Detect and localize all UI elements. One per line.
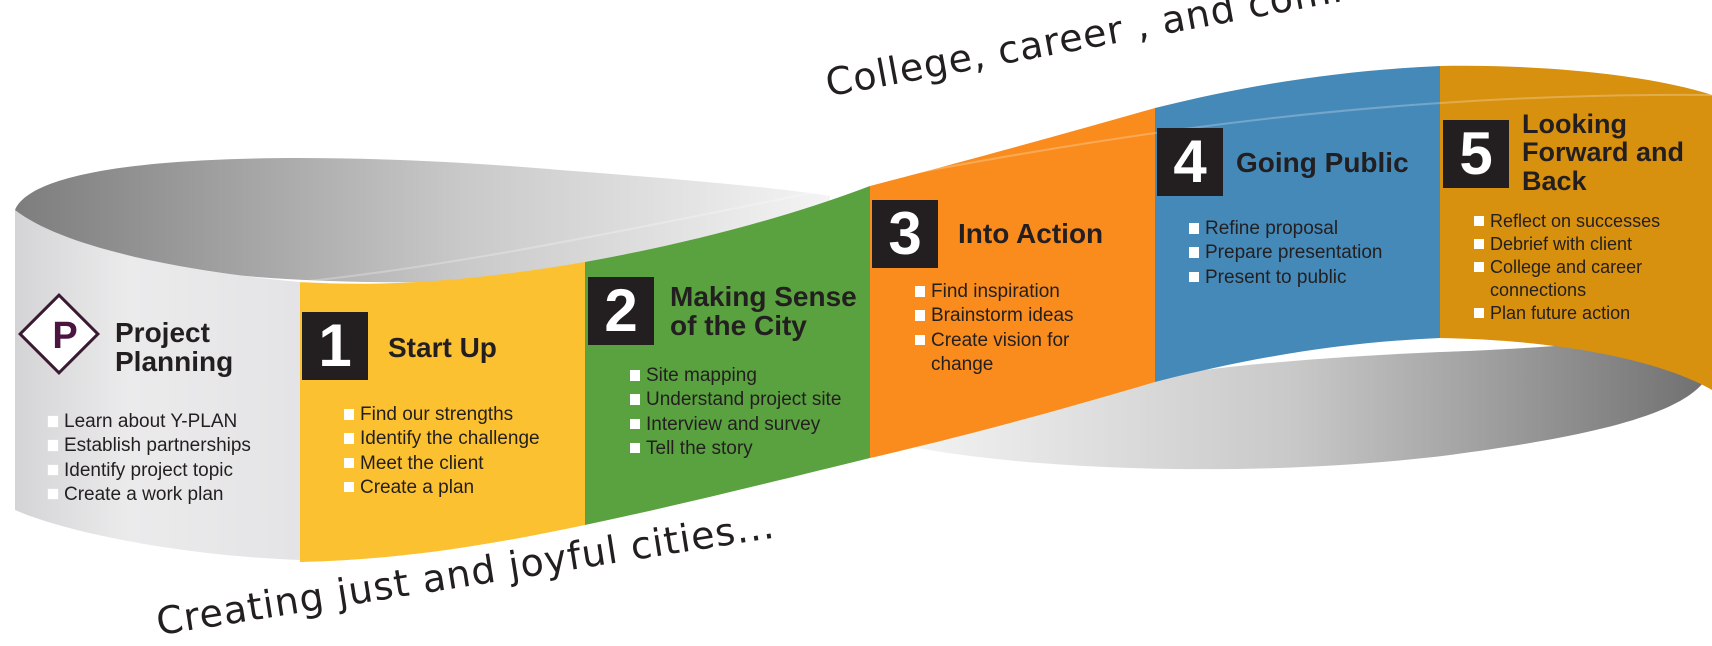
step-4-title: Going Public <box>1236 147 1409 178</box>
step-5-title: Looking Forward and Back <box>1522 109 1685 196</box>
segment-step-2 <box>585 186 870 525</box>
list-item: Debrief with client <box>1474 233 1660 256</box>
segment-step-3 <box>870 108 1155 458</box>
list-item: Interview and survey <box>630 413 841 437</box>
list-item: change <box>931 353 994 375</box>
list-item: Site mapping <box>630 364 841 388</box>
right-loop-inner <box>880 330 1712 470</box>
segment-planning <box>15 210 300 560</box>
step-3-title: Into Action <box>958 218 1104 249</box>
project-planning-letter: P <box>52 314 78 357</box>
step-3-items: Find inspiration Brainstorm ideas Create… <box>915 280 1074 377</box>
list-item: Present to public <box>1189 266 1382 290</box>
step-1-items: Find our strengths Identify the challeng… <box>344 403 540 500</box>
list-item: Brainstorm ideas <box>915 304 1074 328</box>
list-item: College and career <box>1474 256 1660 279</box>
list-item: connections <box>1490 280 1587 301</box>
project-planning-items: Learn about Y-PLAN Establish partnership… <box>48 410 251 507</box>
list-item: Understand project site <box>630 388 841 412</box>
list-item: Identify the challenge <box>344 427 540 451</box>
list-item: Find inspiration <box>915 280 1074 304</box>
step-1-number: 1 <box>302 312 368 380</box>
step-4-number: 4 <box>1157 128 1223 196</box>
list-item: Identify project topic <box>48 459 251 483</box>
project-planning-title: Project Planning <box>115 317 234 378</box>
ribbon-top-edge <box>299 93 1712 283</box>
list-item: Establish partnerships <box>48 434 251 458</box>
list-item: Reflect on successes <box>1474 210 1660 233</box>
list-item: Refine proposal <box>1189 217 1382 241</box>
list-item: Meet the client <box>344 452 540 476</box>
left-loop-inner <box>15 158 830 283</box>
list-item: Plan future action <box>1474 302 1660 325</box>
step-5-number: 5 <box>1443 120 1509 188</box>
step-3-number: 3 <box>872 200 938 268</box>
step-2-items: Site mapping Understand project site Int… <box>630 364 841 461</box>
step-4-items: Refine proposal Prepare presentation Pre… <box>1189 217 1382 290</box>
segment-step-1 <box>300 262 585 562</box>
list-item: Find our strengths <box>344 403 540 427</box>
list-item: Create a plan <box>344 476 540 500</box>
step-1-title: Start Up <box>388 332 497 363</box>
list-item: Create a work plan <box>48 483 251 507</box>
segment-step-4 <box>1155 66 1440 382</box>
list-item: Learn about Y-PLAN <box>48 410 251 434</box>
list-item: Prepare presentation <box>1189 241 1382 265</box>
list-item: Create vision for <box>915 329 1074 353</box>
step-2-title: Making Sense of the City <box>670 281 857 342</box>
step-5-items: Reflect on successes Debrief with client… <box>1474 210 1660 325</box>
list-item: Tell the story <box>630 437 841 461</box>
step-2-number: 2 <box>588 277 654 345</box>
